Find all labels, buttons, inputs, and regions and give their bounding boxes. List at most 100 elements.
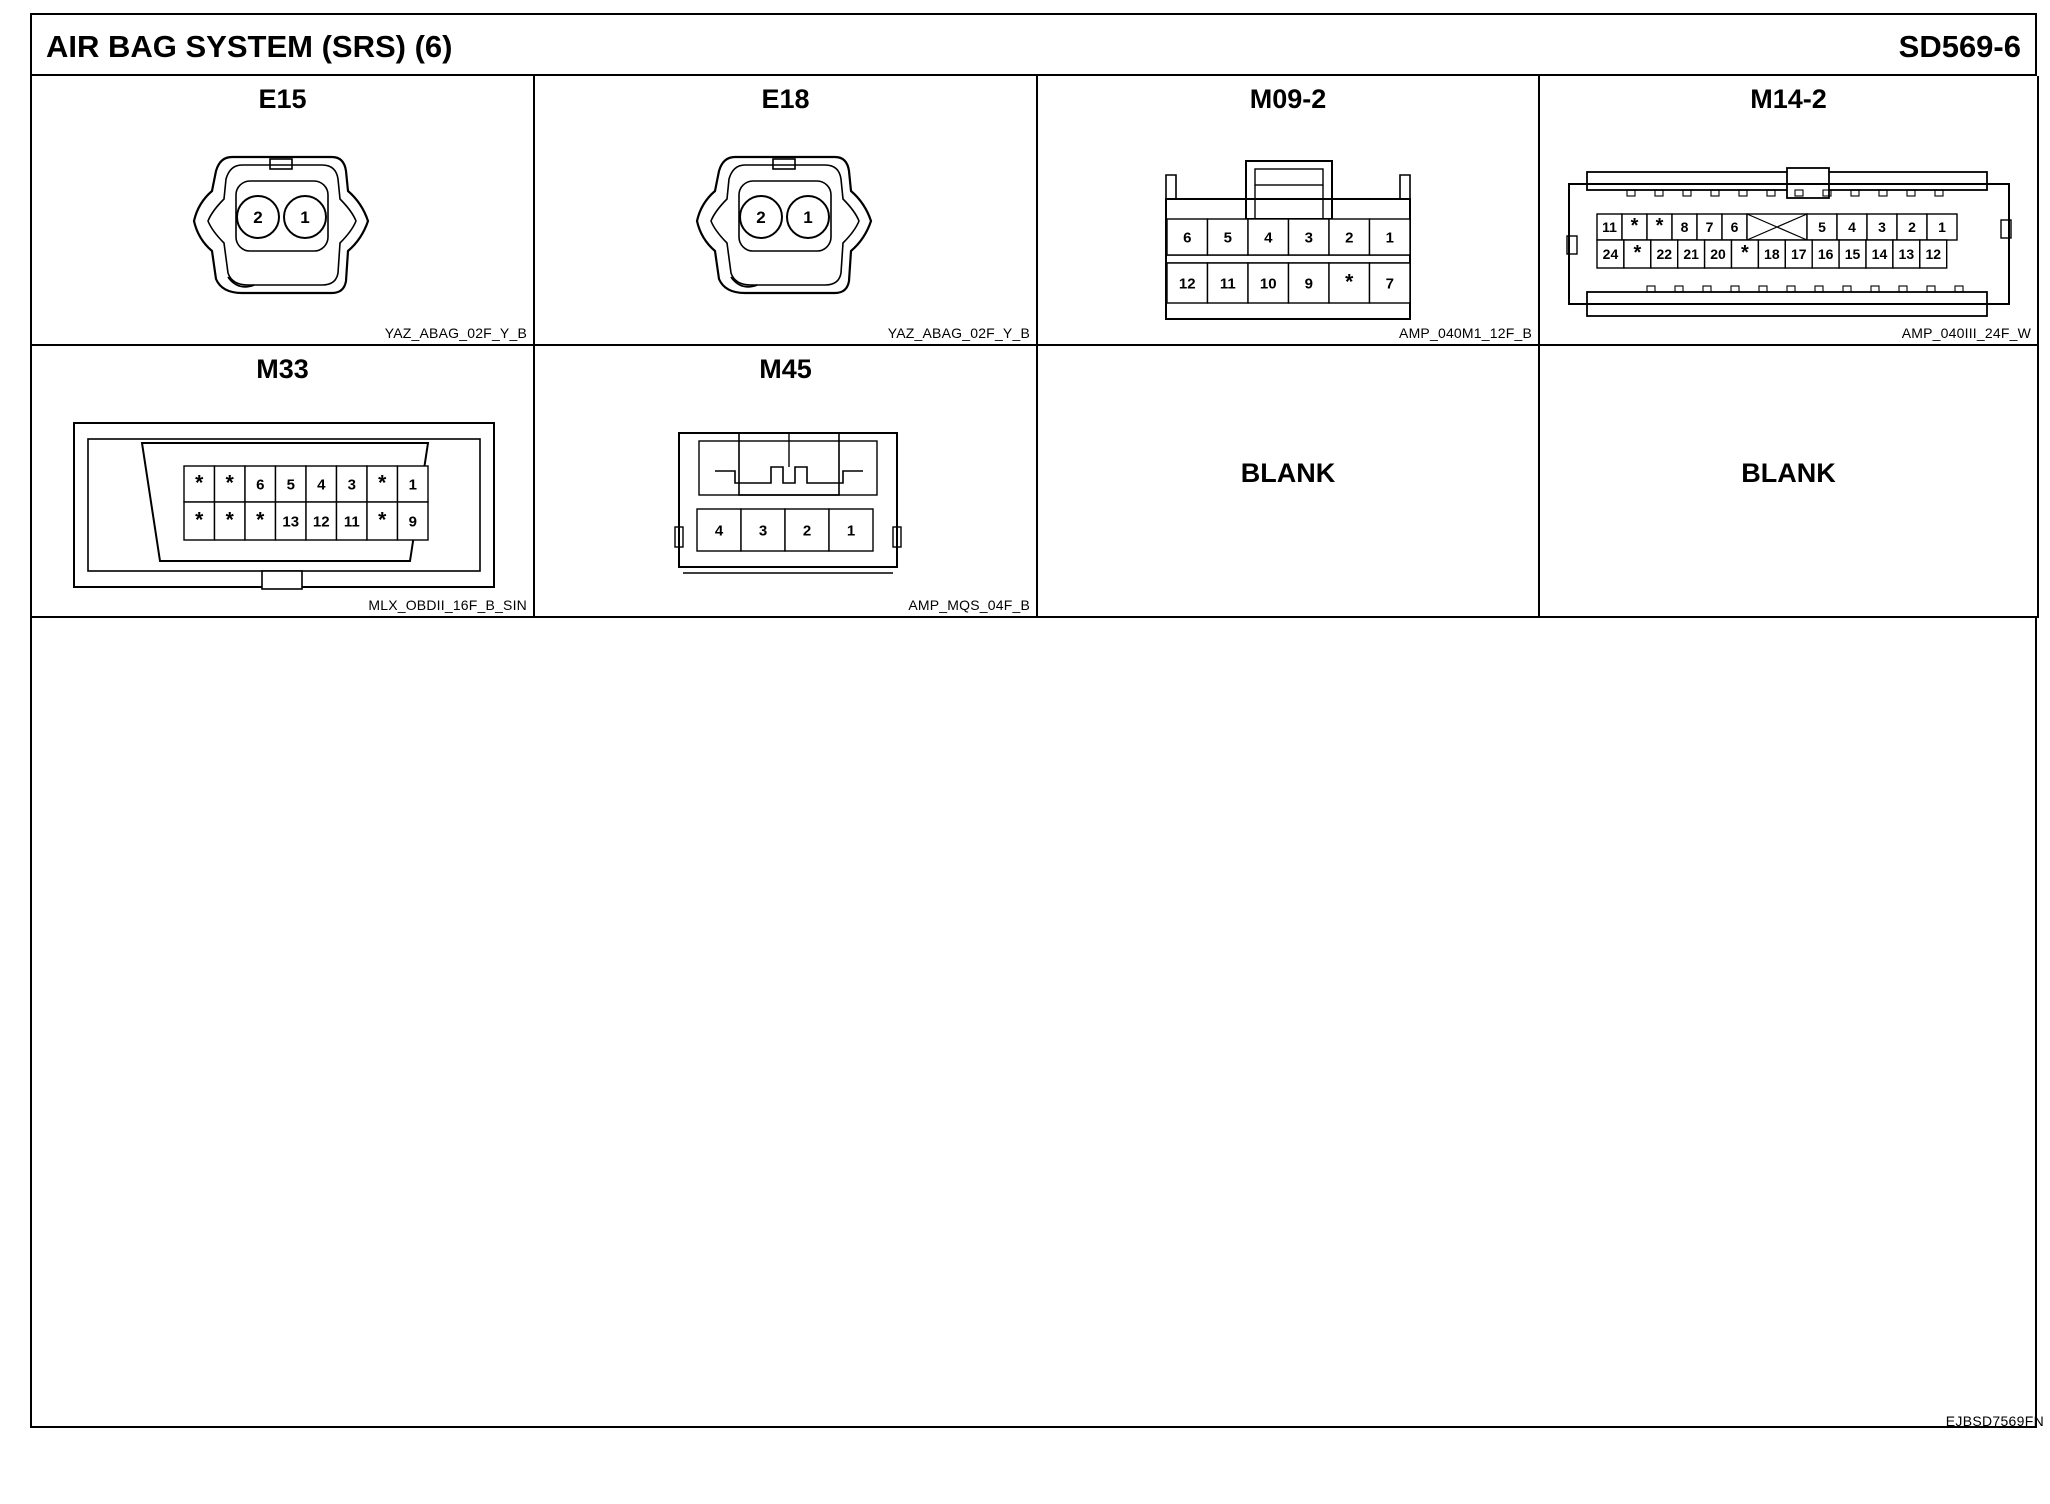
pin-number: * (1656, 215, 1664, 237)
connector-part-number: YAZ_ABAG_02F_Y_B (887, 325, 1030, 341)
pin-number: 4 (715, 522, 724, 539)
pin-cell: 1 (1926, 213, 1958, 241)
pin-cell: 12 (1166, 262, 1209, 304)
pin-number: 12 (1179, 275, 1196, 292)
pin-cell: 13 (274, 501, 307, 541)
connector-part-number: AMP_040III_24F_W (1901, 325, 2031, 341)
pin-cell: 1 (828, 508, 874, 552)
latch-tick (1898, 285, 1908, 293)
pin-number: 20 (1710, 246, 1726, 262)
pin-number: 1 (847, 522, 855, 539)
connector-label: M45 (759, 354, 812, 384)
svg-text:2: 2 (253, 208, 262, 227)
pin-number: 13 (282, 513, 299, 530)
connector-part-number: MLX_OBDII_16F_B_SIN (368, 597, 527, 613)
pin-cell: * (183, 501, 216, 541)
pin-number: * (378, 508, 387, 531)
svg-text:1: 1 (300, 208, 309, 227)
drawing-code: EJBSD7569FN (1945, 1413, 2044, 1429)
pin-number: * (1633, 242, 1641, 264)
latch-tick (1702, 285, 1712, 293)
pin-cell: * (244, 501, 277, 541)
latch-tick (1934, 189, 1944, 197)
pin-cell: 8 (1671, 213, 1698, 241)
latch-tick (1850, 189, 1860, 197)
pin-number: 1 (409, 476, 417, 493)
connector-part-number: AMP_MQS_04F_B (908, 597, 1030, 613)
blank-label: BLANK (1240, 458, 1336, 488)
pin-number: * (256, 508, 265, 531)
pin-number: * (226, 471, 235, 494)
connector-label: M09-2 (1249, 84, 1327, 114)
pin-number: 16 (1818, 246, 1834, 262)
pin-cell: 22 (1650, 239, 1679, 269)
blank-label: BLANK (1741, 458, 1836, 488)
pin-cell: 7 (1368, 262, 1411, 304)
pin-cell: 12 (1919, 239, 1948, 269)
pin-number: 7 (1386, 275, 1394, 292)
pin-number: 2 (1345, 229, 1353, 246)
pin-cell: 6 (244, 465, 277, 503)
pin-number: * (195, 471, 204, 494)
pin-cell: 6 (1721, 213, 1748, 241)
pin-number: 13 (1899, 246, 1915, 262)
latch-tick (1926, 285, 1936, 293)
latch-tick (1822, 189, 1832, 197)
connector-label: E18 (761, 84, 810, 114)
pin-number: 9 (409, 513, 417, 530)
pin-cell: 5 (1206, 218, 1249, 256)
latch-tick (1870, 285, 1880, 293)
pin-number: 1 (1938, 219, 1946, 235)
blank-cell: BLANK (1038, 346, 1540, 618)
pin-number: 14 (1872, 246, 1888, 262)
pin-number: * (195, 508, 204, 531)
pin-cell: 9 (1287, 262, 1330, 304)
pin-cell: 3 (1866, 213, 1898, 241)
sheet-number: SD569-6 (1898, 29, 2021, 64)
pin-cell: * (1621, 213, 1648, 241)
pin-number: * (1345, 270, 1354, 293)
pin-number: 4 (1264, 229, 1273, 246)
pin-number: * (226, 508, 235, 531)
pin-number: 6 (1183, 229, 1191, 246)
pin-cell: 2 (784, 508, 830, 552)
pin-number: 11 (344, 513, 360, 530)
pin-number: 4 (317, 476, 326, 493)
sheet-title: AIR BAG SYSTEM (SRS) (6) (46, 29, 453, 64)
latch-tick (1674, 285, 1684, 293)
latch-tick (1794, 189, 1804, 197)
pin-1: 1 (283, 195, 327, 239)
pin-number: 24 (1603, 246, 1619, 262)
blank-cell: BLANK (1540, 346, 2039, 618)
pin-cell: 11 (1206, 262, 1249, 304)
svg-text:1: 1 (803, 208, 812, 227)
latch-tick (1710, 189, 1720, 197)
latch-tick (1758, 285, 1768, 293)
latch-tick (1814, 285, 1824, 293)
pin-number: 22 (1656, 246, 1672, 262)
pin-cell: 3 (740, 508, 786, 552)
pin-number: 2 (1908, 219, 1916, 235)
pin-cell: * (213, 465, 246, 503)
pin-cell: 4 (1247, 218, 1290, 256)
cavity-blocked (1746, 213, 1808, 241)
connector-e15-drawing: 2 1 (192, 155, 370, 295)
pin-cell: 10 (1247, 262, 1290, 304)
pin-number: 17 (1791, 246, 1807, 262)
connector-cell-e18: E18 2 1 YAZ_ABAG_02F_Y_B (535, 76, 1038, 346)
pin-cell: * (1730, 239, 1760, 269)
latch-tick (1906, 189, 1916, 197)
pin-number: 7 (1706, 219, 1714, 235)
pin-number: 4 (1848, 219, 1856, 235)
pin-cell: 21 (1676, 239, 1706, 269)
diagram-sheet: AIR BAG SYSTEM (SRS) (6) SD569-6 E15 2 1… (30, 13, 2039, 1428)
pin-cell: 3 (1287, 218, 1330, 256)
connector-label: M14-2 (1750, 84, 1827, 114)
pin-cell: * (1646, 213, 1673, 241)
